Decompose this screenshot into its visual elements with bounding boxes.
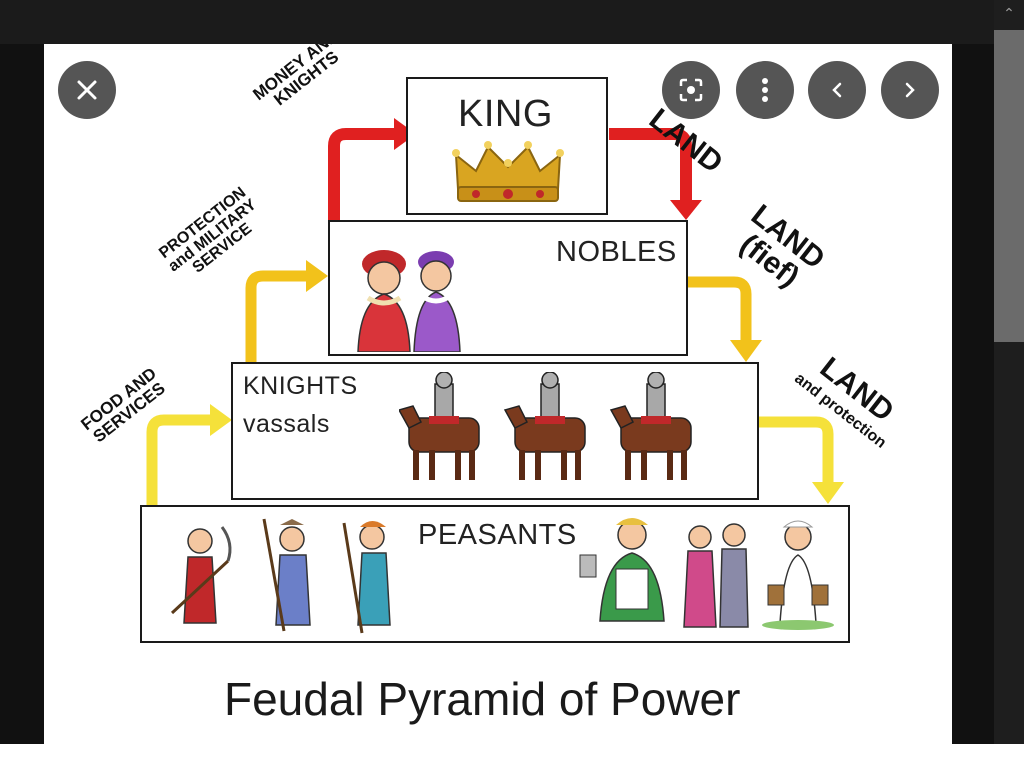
more-vertical-icon bbox=[762, 78, 768, 102]
nobles-figures-icon bbox=[357, 250, 461, 352]
yellow-arrow-protection bbox=[758, 416, 834, 484]
tier-nobles: NOBLES bbox=[328, 220, 688, 356]
scroll-up-icon[interactable]: ⌃ bbox=[1003, 5, 1015, 21]
knights-subtitle: vassals bbox=[243, 410, 330, 438]
red-arrow-head-to-king bbox=[394, 118, 416, 150]
knights-title: KNIGHTS bbox=[243, 372, 358, 400]
chevron-left-icon bbox=[832, 82, 842, 98]
tier-peasants: PEASANTS bbox=[140, 505, 850, 643]
chevron-right-icon bbox=[905, 82, 915, 98]
arrow-diagram-layer bbox=[146, 118, 844, 506]
tier-knights: KNIGHTS vassals bbox=[231, 362, 759, 500]
yellow-arrow-head-protection bbox=[812, 482, 844, 504]
nobles-label: NOBLES bbox=[556, 236, 677, 268]
more-options-button[interactable] bbox=[736, 61, 794, 119]
yellow-arrow-to-knights bbox=[146, 414, 212, 506]
close-button[interactable] bbox=[58, 61, 116, 119]
king-label: KING bbox=[458, 93, 553, 135]
close-icon bbox=[77, 80, 97, 100]
bottom-strip bbox=[0, 744, 1024, 768]
yellow-arrow-to-nobles bbox=[245, 270, 308, 364]
yellow-arrow-head-to-knights bbox=[210, 404, 232, 436]
male-peasants-icon bbox=[170, 518, 391, 634]
viewer-top-bar bbox=[0, 0, 1024, 44]
tier-king: KING bbox=[406, 77, 608, 215]
peasants-label: PEASANTS bbox=[418, 519, 577, 551]
lens-search-button[interactable] bbox=[662, 61, 720, 119]
lens-icon bbox=[679, 78, 703, 102]
red-arrow-to-king bbox=[328, 128, 396, 220]
female-peasants-icon bbox=[579, 518, 834, 630]
yellow-arrow-fief bbox=[684, 276, 752, 342]
scrollbar-thumb[interactable] bbox=[994, 30, 1024, 342]
next-button[interactable] bbox=[881, 61, 939, 119]
previous-button[interactable] bbox=[808, 61, 866, 119]
image-panel: KING NOBLES KNIGHTS vassals bbox=[44, 44, 952, 744]
red-arrow-head-land bbox=[670, 200, 702, 220]
yellow-arrow-head-fief bbox=[730, 340, 762, 362]
crown-icon bbox=[452, 141, 564, 202]
yellow-arrow-head-to-nobles bbox=[306, 260, 328, 292]
diagram-caption: Feudal Pyramid of Power bbox=[224, 673, 741, 725]
knights-on-horses-icon bbox=[399, 372, 692, 480]
red-arrow-land bbox=[609, 128, 692, 202]
